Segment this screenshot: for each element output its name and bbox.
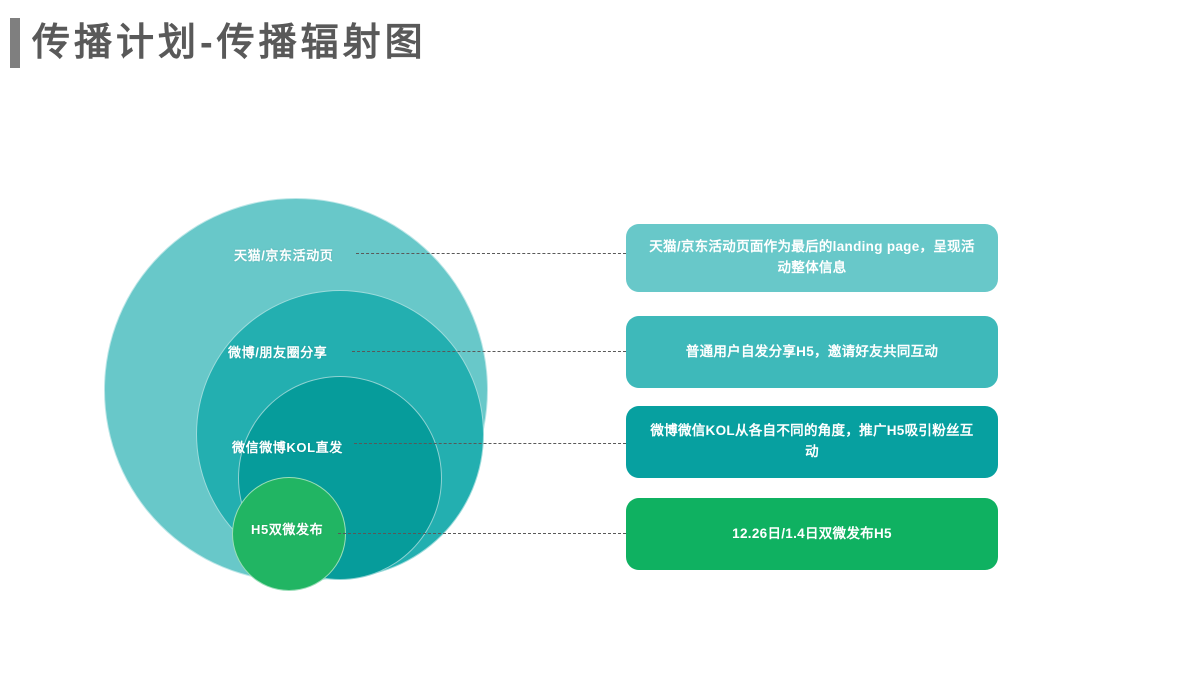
- info-card-kol[interactable]: 微博微信KOL从各自不同的角度，推广H5吸引粉丝互动: [626, 406, 998, 478]
- ring-label-inner: H5双微发布: [251, 522, 324, 537]
- page-title: 传播计划-传播辐射图: [32, 22, 427, 64]
- ring-label-third: 微信微博KOL直发: [232, 440, 343, 455]
- page-title-block: 传播计划-传播辐射图: [10, 16, 427, 70]
- info-card-tmall-jd[interactable]: 天猫/京东活动页面作为最后的landing page，呈现活动整体信息: [626, 224, 998, 292]
- info-card-h5-release[interactable]: 12.26日/1.4日双微发布H5: [626, 498, 998, 570]
- connector-line-2: [352, 351, 626, 352]
- ring-inner-h5-launch[interactable]: [232, 477, 346, 591]
- info-card-text: 天猫/京东活动页面作为最后的landing page，呈现活动整体信息: [649, 239, 975, 275]
- connector-line-1: [356, 253, 626, 254]
- info-card-text: 微博微信KOL从各自不同的角度，推广H5吸引粉丝互动: [650, 423, 974, 459]
- info-card-text: 普通用户自发分享H5，邀请好友共同互动: [685, 343, 939, 359]
- ring-label-outer: 天猫/京东活动页: [234, 248, 334, 263]
- connector-line-3: [354, 443, 626, 444]
- title-accent-bar: [10, 18, 20, 68]
- info-card-text: 12.26日/1.4日双微发布H5: [732, 525, 892, 541]
- connector-line-4: [338, 533, 626, 534]
- info-card-user-share[interactable]: 普通用户自发分享H5，邀请好友共同互动: [626, 316, 998, 388]
- ring-label-second: 微博/朋友圈分享: [228, 345, 328, 360]
